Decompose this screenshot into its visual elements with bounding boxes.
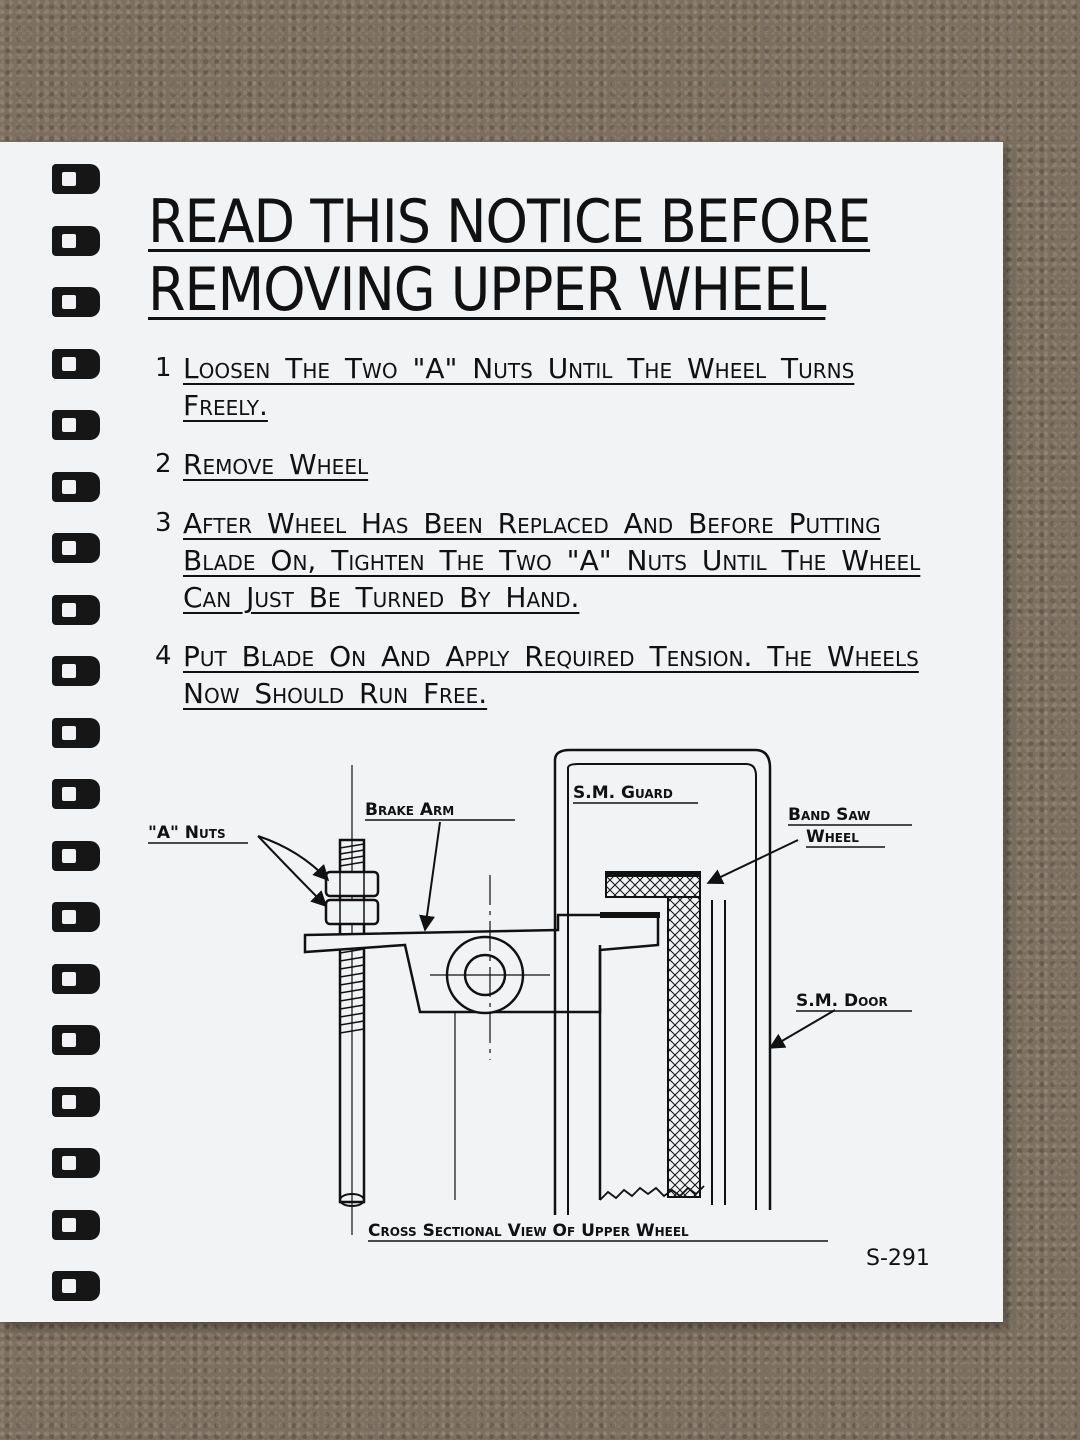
step-3: 3 After Wheel Has Been Replaced And Befo… [155,505,925,616]
a-nut-lower [324,898,380,926]
a-nuts-leader-1 [257,835,330,882]
binding-ring [52,594,100,625]
wheel-leader [706,839,799,885]
binding-ring [52,1148,100,1178]
brake-arm-leader [419,821,441,932]
bolt-end [339,1193,365,1207]
step-text: Loosen The Two "A" Nuts Until The Wheel … [183,352,855,422]
binding-ring [52,1271,100,1301]
step-1: 1 Loosen The Two "A" Nuts Until The Whee… [155,350,925,424]
step-number: 4 [155,641,172,671]
diagram-drawing: "A" Nuts Brake Arm S.M. Guard Band Saw W… [148,748,912,1242]
door-leader [768,1009,836,1049]
binding-ring [52,225,100,256]
step-text: Remove Wheel [183,448,369,481]
sm-guard-inner [567,763,757,1215]
binding-ring [52,348,100,379]
binding-ring [52,656,100,686]
wheel-tire [600,912,660,918]
binding-ring [52,410,100,440]
manual-page [0,142,1003,1322]
sm-guard [553,748,772,1215]
step-4: 4 Put Blade On And Apply Required Tensio… [155,638,925,712]
diagram-caption: Cross Sectional View Of Upper Wheel [368,1221,689,1241]
break-line [599,1185,705,1201]
binding-ring [52,1209,100,1240]
cross-section-diagram: "A" Nuts Brake Arm S.M. Guard Band Saw W… [130,740,950,1270]
step-text: After Wheel Has Been Replaced And Before… [183,507,921,614]
label-band-saw: Band Saw [788,805,870,825]
binding-ring [52,287,100,317]
binding-ring [52,963,100,994]
binding-ring [52,902,100,932]
wheel-rim-side [667,896,701,1198]
step-text: Put Blade On And Apply Required Tension.… [183,640,919,710]
a-nut-upper [324,870,380,898]
notice-title-line1: READ THIS NOTICE BEFORE [148,187,871,257]
binding-ring [52,717,100,748]
instruction-steps: 1 Loosen The Two "A" Nuts Until The Whee… [155,350,925,734]
step-number: 3 [155,508,172,538]
label-sm-guard: S.M. Guard [573,783,673,803]
binding-ring [52,533,100,563]
binding-ring [52,1086,100,1117]
binding-ring [52,1025,100,1055]
binding-ring [52,840,100,871]
notice-title-line2: REMOVING UPPER WHEEL [148,255,826,325]
label-brake-arm: Brake Arm [365,800,454,820]
a-nuts-leader-2 [257,835,328,908]
binding-ring [52,164,100,194]
binding-ring [52,779,100,809]
step-number: 1 [155,353,172,383]
label-wheel: Wheel [806,827,859,847]
notice-title: READ THIS NOTICE BEFORE REMOVING UPPER W… [148,188,948,324]
binding-ring [52,471,100,502]
step-2: 2 Remove Wheel [155,446,925,483]
page-number: S-291 [866,1246,930,1271]
step-number: 2 [155,449,172,479]
label-sm-door: S.M. Door [796,991,888,1011]
label-a-nuts: "A" Nuts [148,823,226,843]
